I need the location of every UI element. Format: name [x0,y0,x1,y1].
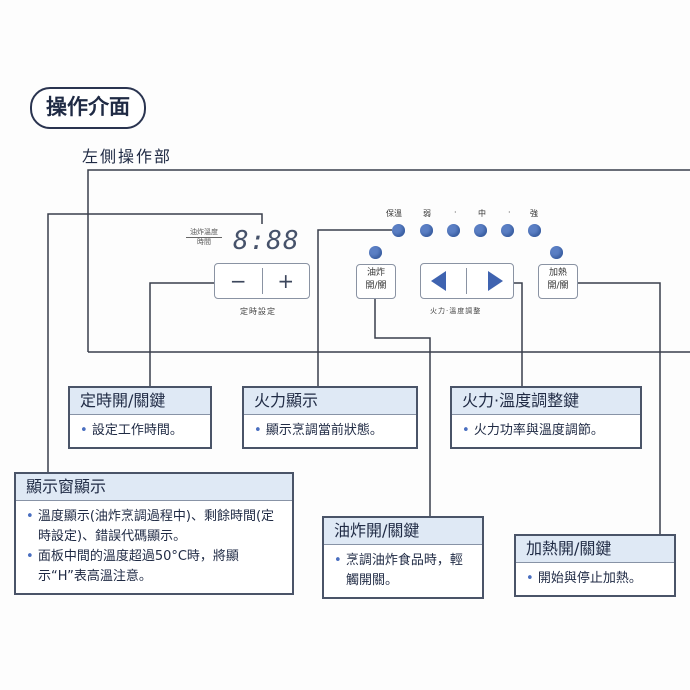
right-arrow-icon[interactable] [487,271,503,291]
heat-key-label-2: 開/關 [547,281,569,291]
display-label: 油炸溫度 時間 [186,228,222,247]
fry-key[interactable]: 油炸 開/關 [356,264,396,299]
timer-caption: 定時設定 [240,307,276,316]
level-label-warm: 保溫 [386,209,402,218]
display-leader [47,213,263,472]
callout-fry-title: 油炸開/關鍵 [324,518,482,545]
level-label-dot-2: · [508,208,511,217]
level-label-low: 弱 [423,209,431,218]
heat-key[interactable]: 加熱 開/關 [538,264,578,299]
fry-indicator [369,246,382,259]
adjust-caption: 火力·溫度調整 [430,307,482,315]
display-digits: 8:88 [233,226,300,256]
callout-timer-title: 定時開/關鍵 [70,388,210,415]
callout-fire-title: 火力顯示 [244,388,416,415]
callout-fire-display: 火力顯示 • 顯示烹調當前狀態。 [242,386,418,449]
callout-display-line-2: 面板中間的溫度超過50°C時，將顯示“H”表高溫注意。 [37,549,239,584]
section-subtitle: 左側操作部 [82,147,173,166]
callout-adjust-line: 火力功率與溫度調節。 [473,423,604,438]
level-label-high: 強 [530,209,538,218]
timer-leader [149,282,214,390]
bullet-icon: • [26,509,34,524]
level-indicator-4 [501,224,514,237]
bullet-icon: • [254,423,262,438]
callout-heat-line: 開始與停止加熱。 [537,571,642,586]
fry-key-label-2: 開/關 [365,281,387,291]
fire-leader [317,229,392,390]
timer-plus-button[interactable]: + [277,269,295,293]
adjust-leader [512,282,523,390]
callout-display-title: 顯示窗顯示 [16,474,292,501]
heat-key-label-1: 加熱 [548,268,567,278]
left-arrow-icon[interactable] [431,271,447,291]
bullet-icon: • [80,423,88,438]
display-label-top: 油炸溫度 [186,228,222,238]
callout-heat-key: 加熱開/關鍵 • 開始與停止加熱。 [514,534,676,597]
level-label-dot-1: · [454,208,457,217]
adjust-keys [420,263,514,299]
callout-timer-key: 定時開/關鍵 • 設定工作時間。 [68,386,212,449]
callout-heat-title: 加熱開/關鍵 [516,536,674,563]
bullet-icon: • [334,553,342,568]
level-indicator-warm [392,224,405,237]
heat-indicator [550,246,563,259]
level-indicator-mid [474,224,487,237]
panel-outline [87,169,690,352]
heat-leader [578,282,661,536]
callout-fry-key: 油炸開/關鍵 • 烹調油炸食品時，輕觸開關。 [322,516,484,599]
fry-leader [374,296,431,520]
level-label-mid: 中 [478,209,486,218]
level-indicator-2 [447,224,460,237]
timer-divider [261,268,263,294]
callout-fire-line: 顯示烹調當前狀態。 [265,423,383,438]
level-indicator-high [528,224,541,237]
bullet-icon: • [526,571,534,586]
callout-adjust-key: 火力·溫度調整鍵 • 火力功率與溫度調節。 [450,386,642,449]
callout-display-line-1: 溫度顯示(油炸烹調過程中)、剩餘時間(定時設定)、錯誤代碼顯示。 [37,509,275,544]
callout-fry-line: 烹調油炸食品時，輕觸開關。 [345,553,463,588]
page-title: 操作介面 [30,87,146,129]
bullet-icon: • [26,549,34,564]
callout-adjust-title: 火力·溫度調整鍵 [452,388,640,415]
timer-button-pair: − + [214,263,310,299]
adjust-divider [466,268,468,294]
fry-key-label-1: 油炸 [366,268,385,278]
level-indicator-low [420,224,433,237]
display-label-bottom: 時間 [197,238,211,246]
callout-display-window: 顯示窗顯示 • 溫度顯示(油炸烹調過程中)、剩餘時間(定時設定)、錯誤代碼顯示。… [14,472,294,595]
timer-minus-button[interactable]: − [229,269,247,293]
callout-timer-line: 設定工作時間。 [91,423,183,438]
bullet-icon: • [462,423,470,438]
